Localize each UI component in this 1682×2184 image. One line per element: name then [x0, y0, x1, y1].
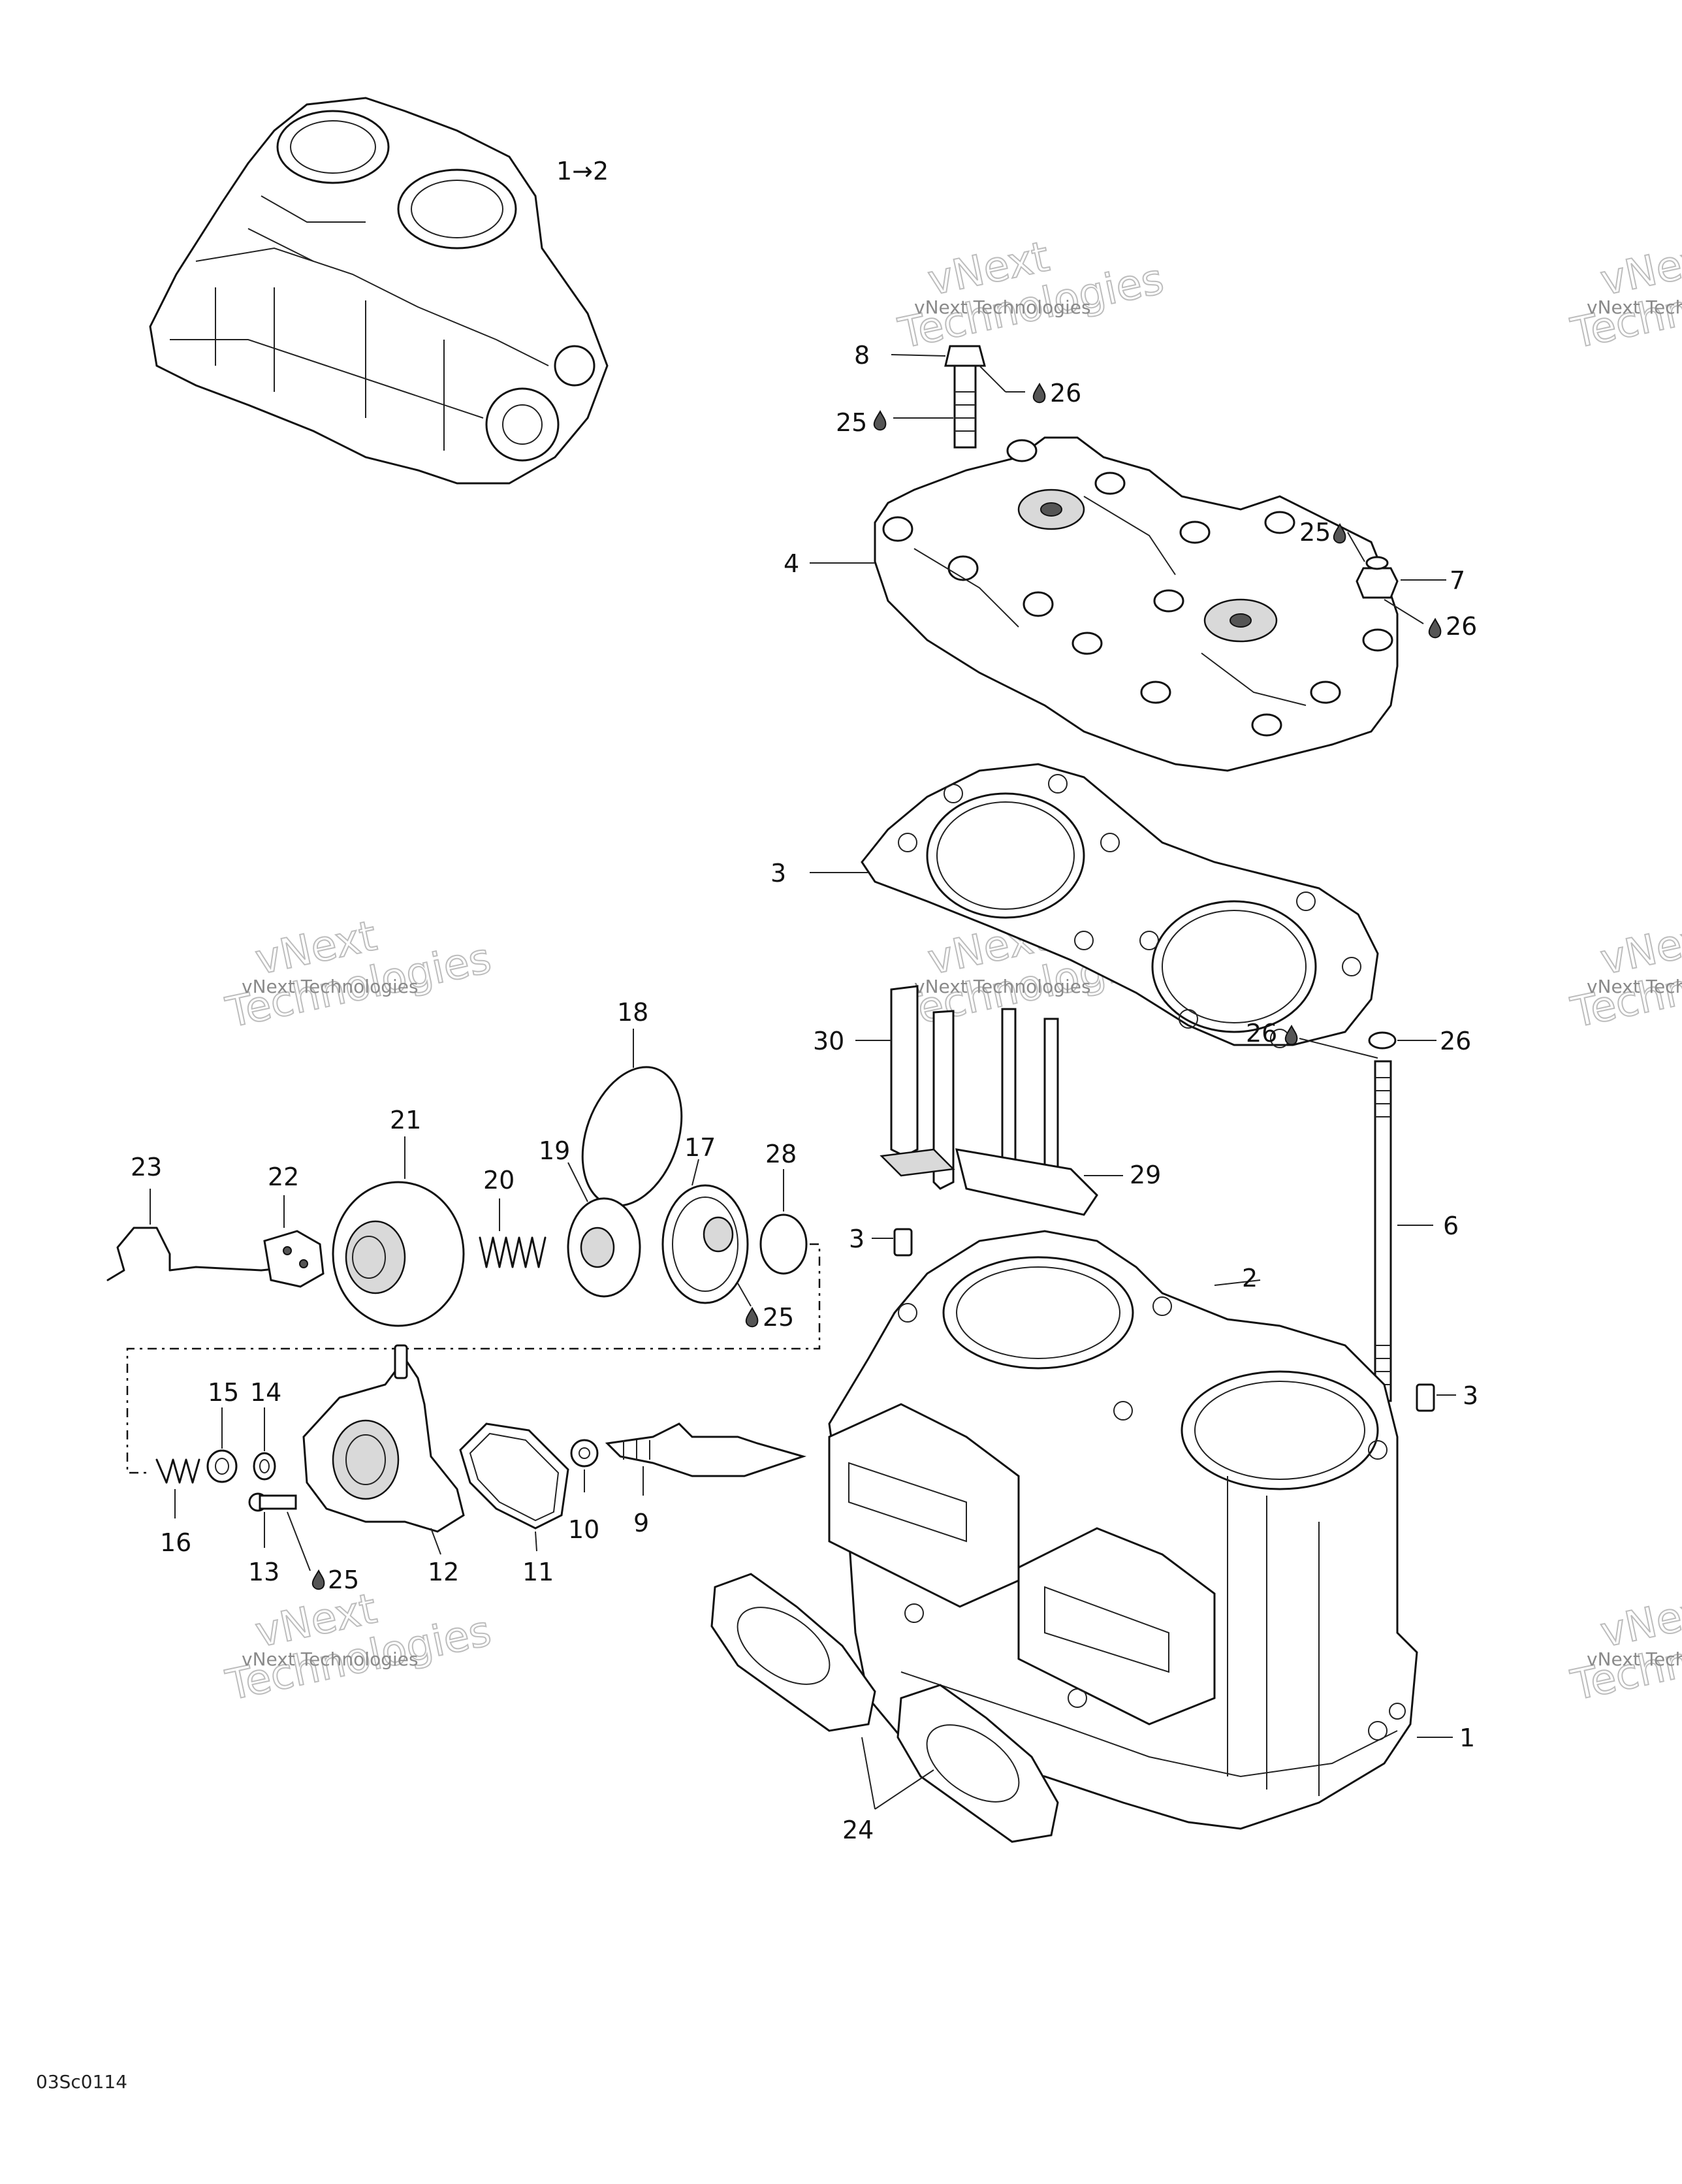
callout-23: 23 [131, 1153, 162, 1181]
svg-text:vNext Technologies: vNext Technologies [1587, 297, 1682, 318]
callout-3: 3 [849, 1225, 865, 1253]
part-4-head-gasket: 3 [770, 763, 1379, 1048]
callout-26: 26 [1246, 1019, 1277, 1048]
callout-10: 10 [568, 1515, 599, 1544]
callout-29: 29 [1130, 1161, 1161, 1189]
svg-text:vNext Technologies: vNext Technologies [1587, 1648, 1682, 1670]
callout-1: 1 [1459, 1724, 1475, 1752]
part-24-exhaust-gasket: 24 [710, 1573, 1059, 1844]
part-27-ring: 26 26 [1246, 1019, 1471, 1059]
part-2-cylinder: 2 1 [828, 1230, 1475, 1830]
callout-26: 26 [1446, 612, 1477, 641]
svg-text:vNext Technologies: vNext Technologies [914, 297, 1091, 318]
callout-11: 11 [522, 1558, 554, 1586]
callout-3: 3 [1463, 1381, 1478, 1410]
callout-13: 13 [248, 1558, 279, 1586]
callout-7: 7 [1450, 566, 1465, 595]
part-16-spring: 16 [155, 1458, 200, 1557]
callout-15: 15 [208, 1378, 239, 1407]
part-29-bracket: 29 [955, 1008, 1161, 1216]
part-6-stud: 6 [1374, 1060, 1459, 1402]
callout-21: 21 [390, 1106, 421, 1134]
callout-25: 25 [1299, 518, 1331, 547]
part-12-pump-housing: 12 [302, 1344, 465, 1586]
part-19-seal: 19 [539, 1136, 641, 1298]
callout-8: 8 [854, 341, 870, 370]
watermark: vNext Technologies vNext Technologies [1566, 232, 1682, 359]
callout-25: 25 [836, 408, 867, 437]
part-8-bolt: 8 26 25 [836, 341, 1081, 449]
assembly-dashed-line [126, 1243, 821, 1474]
callout-9: 9 [633, 1509, 649, 1537]
part-18-o-ring: 18 [581, 998, 683, 1207]
callout-16: 16 [160, 1528, 191, 1557]
watermark: vNext Technologies vNext Technologies [1566, 1584, 1682, 1710]
callout-20: 20 [483, 1166, 515, 1195]
callout-17: 17 [684, 1133, 716, 1162]
callout-25: 25 [328, 1566, 359, 1594]
callout-24: 24 [842, 1816, 874, 1844]
part-21-impeller-housing: 21 [332, 1106, 465, 1327]
callout-14: 14 [250, 1378, 281, 1407]
part-14-washer: 14 [250, 1378, 281, 1481]
callout-4: 3 [770, 859, 786, 888]
part-22-nut: 22 [263, 1163, 325, 1288]
callout-26: 26 [1050, 379, 1081, 408]
callout-27: 26 [1440, 1027, 1471, 1055]
callout-28: 28 [765, 1140, 797, 1168]
svg-text:vNext Technologies: vNext Technologies [242, 976, 419, 997]
part-7-nut: 7 25 26 [1299, 518, 1477, 641]
watermark: vNext Technologies vNext Technologies [221, 911, 496, 1038]
part-3-dowel-pin: 3 [849, 1225, 913, 1257]
callout-6: 6 [1443, 1212, 1459, 1240]
callout-18: 18 [617, 998, 648, 1027]
callout-2: 2 [1242, 1264, 1258, 1293]
part-11-gasket: 11 [459, 1422, 569, 1586]
part-17-cover: 17 25 [661, 1133, 794, 1332]
part-3-dowel-pin: 3 [1416, 1381, 1478, 1412]
part-5-cylinder-head: 4 [784, 436, 1399, 772]
svg-text:vNext Technologies: vNext Technologies [914, 976, 1091, 997]
part-9-shaft: 9 [605, 1422, 807, 1537]
svg-text:vNext Technologies: vNext Technologies [242, 1648, 419, 1670]
callout-26: 25 [763, 1303, 794, 1332]
part-20-spring: 20 [479, 1166, 547, 1268]
reference-note: 1→2 [556, 157, 609, 185]
part-13-screw: 13 25 [248, 1492, 359, 1594]
part-28-o-ring: 28 [759, 1140, 808, 1275]
part-30-guide: 30 [813, 985, 955, 1190]
svg-text:vNext Technologies: vNext Technologies [1587, 976, 1682, 997]
callout-22: 22 [268, 1163, 299, 1191]
callout-19: 19 [539, 1136, 570, 1165]
part-10-washer: 10 [568, 1439, 599, 1544]
callout-30: 30 [813, 1027, 844, 1055]
engine-overview: 1→2 [149, 97, 609, 485]
callout-12: 12 [428, 1558, 459, 1586]
part-23-clip: 23 [106, 1153, 295, 1281]
part-15-bushing: 15 [206, 1378, 239, 1483]
watermark: vNext Technologies vNext Technologies [894, 232, 1169, 359]
drawing-code: 03Sc0114 [36, 2071, 127, 2093]
watermark: vNext Technologies vNext Technologies [221, 1584, 496, 1710]
callout-5: 4 [784, 549, 799, 578]
watermark: vNext Technologies vNext Technologies [1566, 911, 1682, 1038]
